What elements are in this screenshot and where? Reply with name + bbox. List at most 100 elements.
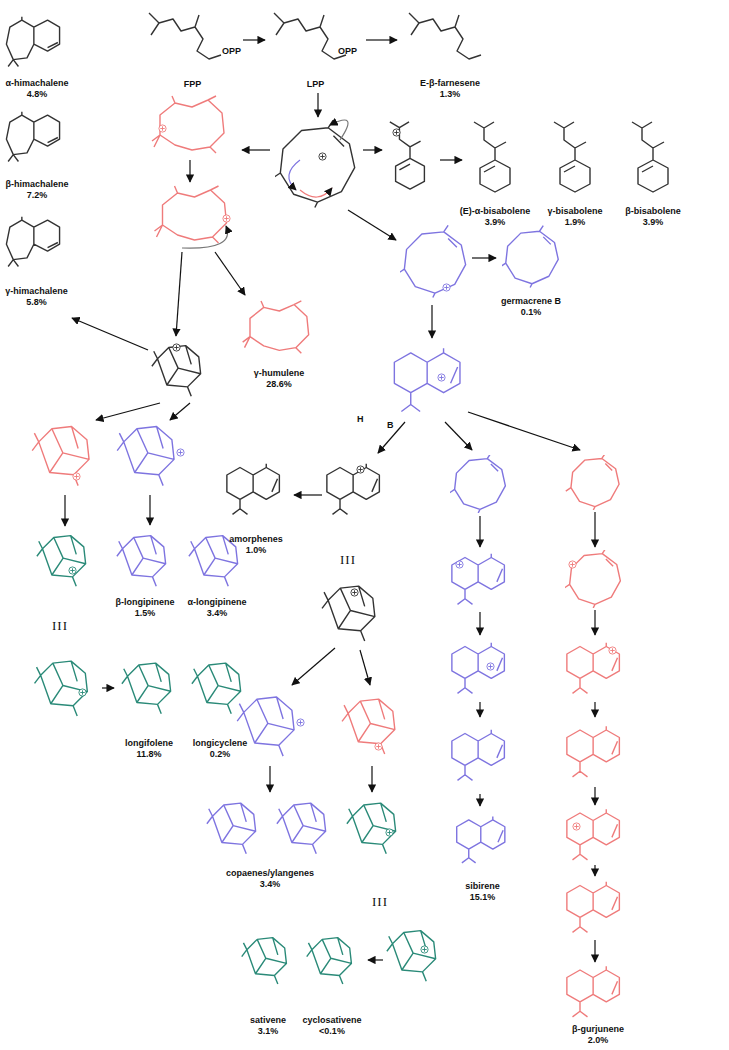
reaction-arrow — [431, 305, 432, 338]
himachalene-structure — [6, 112, 59, 162]
humulyl-cation — [155, 186, 227, 243]
reaction-arrow — [479, 702, 480, 717]
compound-name: γ-himachalene — [5, 286, 68, 297]
equivalence-sign: III — [52, 620, 68, 631]
reaction-arrow — [594, 702, 595, 717]
yield-label: 0.1% — [521, 307, 542, 318]
compound-node: β-longipinene1.5% — [110, 527, 180, 619]
compound-name: γ-bisabolene — [547, 206, 602, 217]
charge-symbol — [73, 473, 80, 480]
compound-name: γ-humulene — [254, 368, 305, 379]
reaction-arrow — [366, 39, 397, 40]
compound-name: sibirene — [465, 881, 500, 892]
reaction-arrow — [72, 318, 148, 350]
yield-label: 5.8% — [26, 297, 47, 308]
reaction-arrow — [594, 787, 595, 805]
charge-symbol — [297, 719, 304, 726]
charge-symbol — [177, 449, 184, 456]
reaction-arrow — [363, 149, 382, 150]
cadinyl-cation — [322, 586, 375, 641]
yield-label: 1.5% — [135, 608, 156, 619]
cation-structure — [347, 803, 396, 854]
compound-name: α-longipinene — [187, 597, 246, 608]
compound-name: β-gurjunene — [572, 1024, 624, 1035]
yield-label: 28.6% — [266, 379, 292, 390]
cation-structure — [37, 536, 86, 587]
gurjunene-structure — [567, 966, 620, 1017]
himachalene-structure — [6, 17, 59, 67]
reaction-arrow — [96, 403, 160, 420]
compound-node: longicyclene0.2% — [186, 652, 254, 760]
charge-symbol — [357, 466, 364, 473]
charge-symbol — [69, 567, 76, 574]
charge-symbol — [456, 561, 463, 568]
compound-name: longicyclene — [193, 738, 248, 749]
atom-label: H — [357, 414, 364, 425]
curly-arrow — [330, 120, 348, 140]
reaction-arrow — [594, 610, 595, 635]
curly-arrow — [182, 226, 228, 248]
compound-name: germacrene B — [501, 296, 561, 307]
reaction-arrow — [292, 648, 335, 685]
reaction-arrow — [149, 495, 150, 525]
fpp-structure — [149, 13, 221, 59]
himachalene-structure — [6, 217, 59, 267]
charge-symbol — [393, 129, 400, 136]
cation-structure — [452, 643, 505, 694]
cation-structure — [452, 730, 505, 781]
charge-symbol — [443, 284, 450, 291]
yield-label: 3.9% — [643, 217, 664, 228]
longifolene-structure — [122, 663, 171, 714]
cation-structure — [567, 809, 620, 860]
cation-structure — [452, 554, 505, 605]
charge-symbol — [173, 344, 180, 351]
reaction-arrow — [242, 149, 270, 150]
bisabolene-structure — [632, 122, 668, 192]
bisabolene-structure — [554, 122, 590, 192]
structures — [6, 13, 668, 1017]
compound-name: sativene — [250, 1015, 286, 1026]
charge-symbol — [487, 663, 494, 670]
charge-symbol — [223, 215, 230, 222]
compound-node: cyclosativene<0.1% — [299, 922, 365, 1037]
reaction-arrow — [64, 495, 65, 526]
farnesene-structure — [409, 13, 481, 59]
humulyl-cation — [152, 96, 224, 153]
cation-structure — [394, 348, 460, 411]
copaene-structure — [207, 803, 256, 854]
yield-label: 11.8% — [136, 749, 161, 760]
compound-name: (E)-α-bisabolene — [460, 206, 531, 217]
amorphene-structure — [227, 464, 280, 515]
cation-charges — [69, 125, 616, 953]
compound-name: longifolene — [125, 738, 173, 749]
reaction-arrow — [594, 512, 595, 547]
compound-node: γ-himachalene5.8% — [2, 212, 71, 308]
yield-label: 7.2% — [27, 190, 48, 201]
reaction-arrow — [243, 39, 265, 40]
charge-symbol — [159, 125, 166, 132]
compound-name: FPP — [184, 79, 202, 90]
longipinene-structure — [117, 536, 166, 587]
reaction-arrow — [472, 257, 496, 258]
compound-node: copaenes/ylangenes3.4% — [200, 792, 340, 890]
reaction-arrow — [445, 422, 472, 450]
cation-structure — [567, 643, 620, 694]
charge-symbol — [79, 689, 86, 696]
reaction-arrow — [360, 650, 370, 685]
yield-label: 2.0% — [588, 1035, 609, 1046]
sibirene-structure — [457, 816, 505, 862]
yield-label: 1.0% — [246, 545, 267, 556]
charge-symbol — [375, 743, 382, 750]
compound-node: amorphenes1.0% — [222, 452, 290, 556]
compound-node: (E)-α-bisabolene3.9% — [457, 118, 534, 228]
cadinyl-cation — [327, 464, 380, 515]
reaction-arrow — [215, 252, 245, 295]
compound-name: α-himachalene — [5, 78, 68, 89]
reaction-arrow — [594, 940, 595, 962]
reaction-arrow — [594, 865, 595, 876]
compound-name: copaenes/ylangenes — [226, 868, 314, 879]
reaction-arrow — [440, 159, 462, 160]
compound-node: γ-humulene28.6% — [238, 298, 320, 390]
